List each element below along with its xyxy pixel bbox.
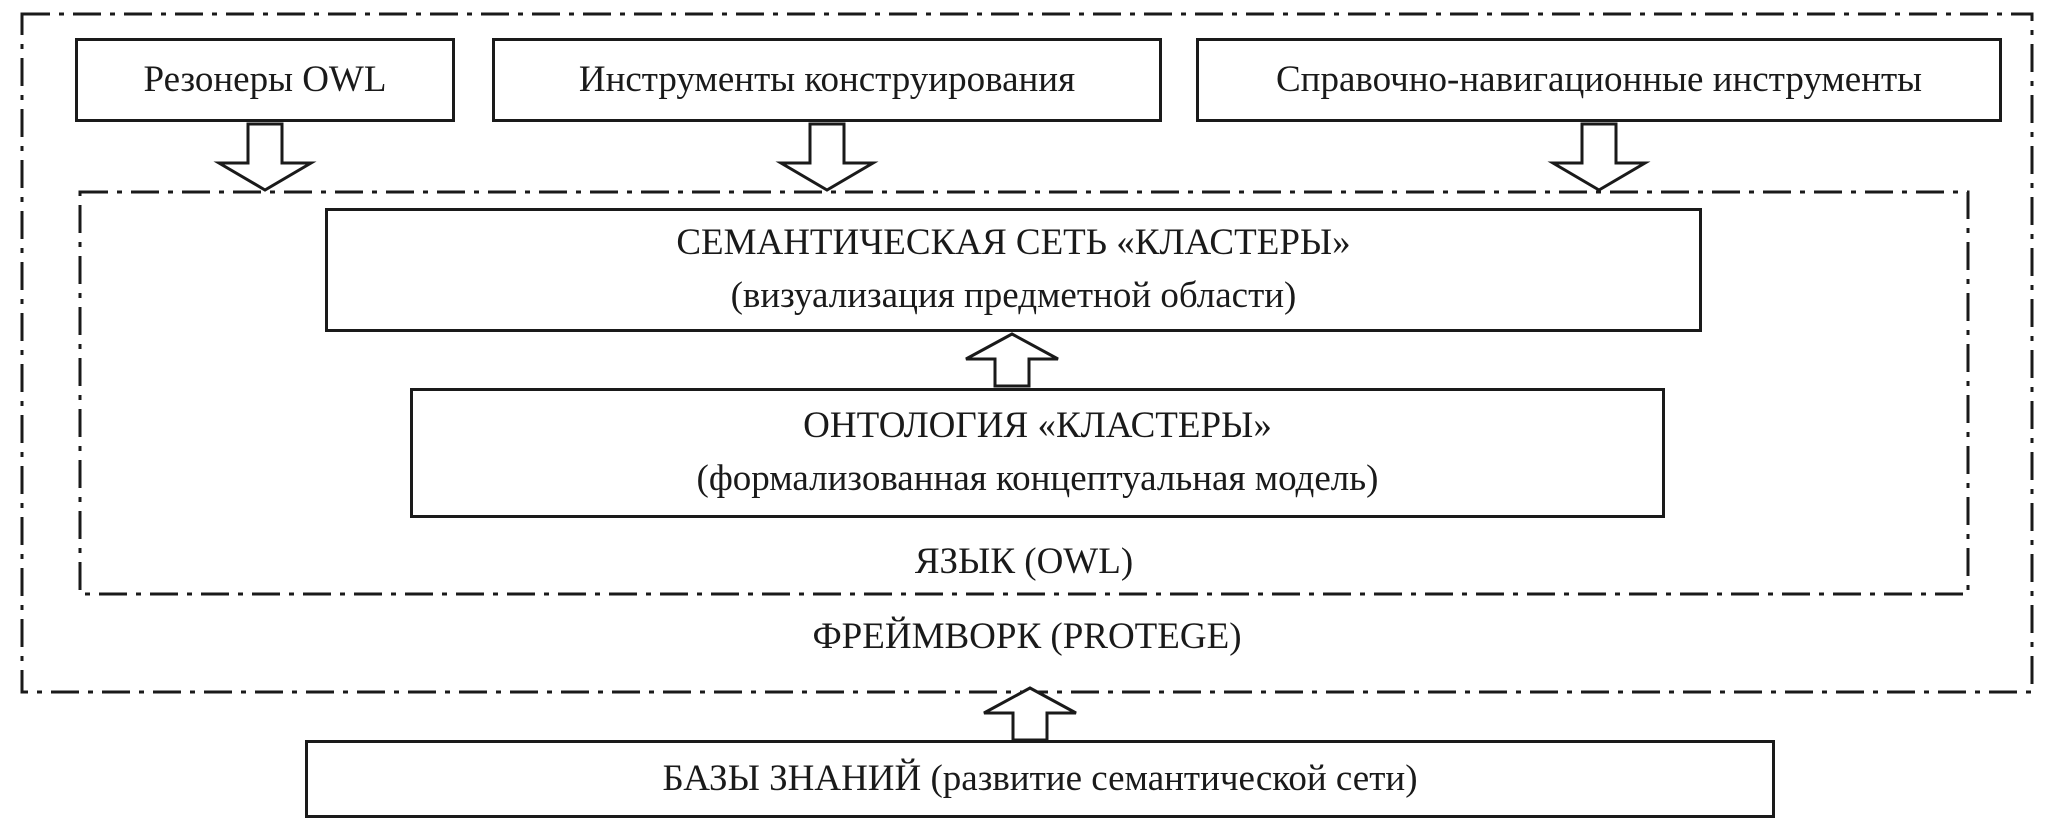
box-owl-reasoners: Резонеры OWL <box>75 38 455 122</box>
box-semantic-network-title: СЕМАНТИЧЕСКАЯ СЕТЬ «КЛАСТЕРЫ» <box>676 222 1351 264</box>
box-ontology-title: ОНТОЛОГИЯ «КЛАСТЕРЫ» <box>803 405 1272 447</box>
box-construction-tools: Инструменты конструирования <box>492 38 1162 122</box>
box-owl-reasoners-label: Резонеры OWL <box>143 58 387 100</box>
box-knowledge-base-label: БАЗЫ ЗНАНИЙ (развитие семантической сети… <box>662 757 1418 799</box>
box-construction-tools-label: Инструменты конструирования <box>578 58 1076 100</box>
box-ontology: ОНТОЛОГИЯ «КЛАСТЕРЫ» (формализованная ко… <box>410 388 1665 518</box>
box-knowledge-base: БАЗЫ ЗНАНИЙ (развитие семантической сети… <box>305 740 1775 818</box>
language-frame <box>78 190 1970 596</box>
arrow-up-knowledge-base-icon <box>983 686 1077 742</box>
framework-frame-label: ФРЕЙМВОРК (PROTEGE) <box>812 616 1242 657</box>
arrow-up-ontology-icon <box>965 332 1059 388</box>
arrow-down-reasoners-icon <box>213 122 317 192</box>
box-reference-navigation-tools: Справочно-навигационные инструменты <box>1196 38 2002 122</box>
box-ontology-subtitle: (формализованная концептуальная модель) <box>696 458 1379 499</box>
box-reference-navigation-tools-label: Справочно-навигационные инструменты <box>1275 58 1923 100</box>
box-semantic-network: СЕМАНТИЧЕСКАЯ СЕТЬ «КЛАСТЕРЫ» (визуализа… <box>325 208 1702 332</box>
arrow-down-construction-icon <box>775 122 879 192</box>
box-semantic-network-subtitle: (визуализация предметной области) <box>730 275 1297 316</box>
arrow-down-reference-icon <box>1547 122 1651 192</box>
language-frame-label: ЯЗЫК (OWL) <box>914 541 1134 582</box>
